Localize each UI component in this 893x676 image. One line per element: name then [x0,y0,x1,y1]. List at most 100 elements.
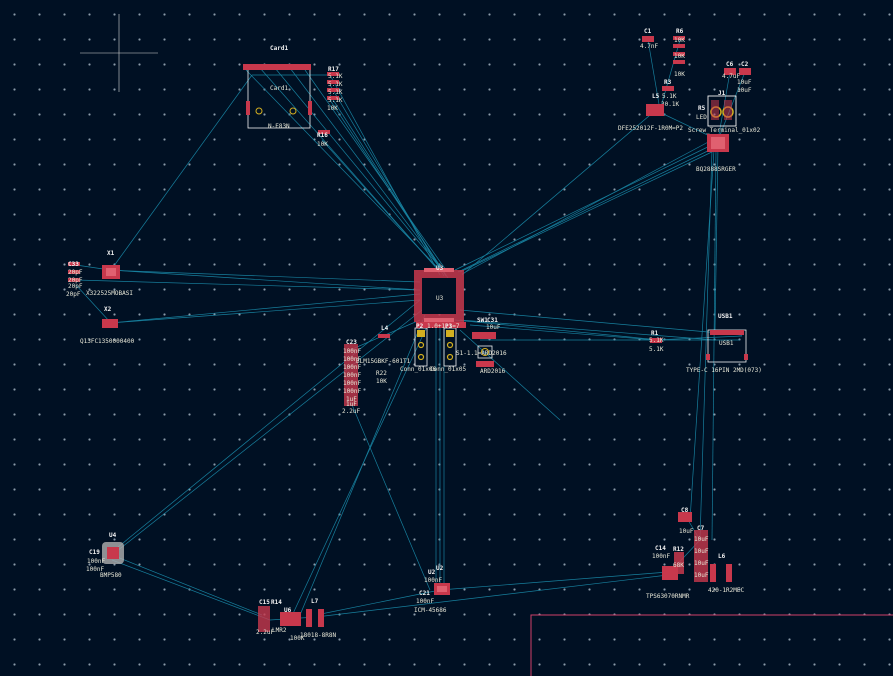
l4-ref: L4 [381,325,389,332]
c7-value-2: 10uF [694,548,709,555]
c23-value-7: 1uF [346,396,357,403]
r16-value: 10K [317,141,328,148]
debug-note: 1.0+1.1=7 [427,323,460,330]
l5-inductor[interactable]: L5 DFE252012F-1R0M=P2 [618,93,683,132]
c33-ref: C33 [68,261,79,268]
r15-ref: R14 [271,599,282,606]
c19-value-2: 100nF [86,566,104,573]
p2-p3-connectors[interactable]: P2 P3 1.0+1.1=7 Conn_01x06 Conn_01x05 [400,322,467,373]
c7-value-3: 10uF [694,560,709,567]
r6-resistor-array[interactable]: R6 10K 10K 10K [673,28,685,78]
l7-inductor[interactable]: L7 18018-8R8N [300,598,337,639]
r17-value-2: 5.1K [328,81,343,88]
l7-ref: L7 [311,598,319,605]
l6-inductor[interactable]: L6 420-1R2MEC [708,553,745,594]
d1-value: S1-1.1=ARD2016 [456,350,507,357]
sw1-ref: SW1 [477,317,488,324]
r17-value-3: 5.1K [328,89,343,96]
d2-value: ARD2016 [480,368,506,375]
c15-value: 2.2uF [256,629,274,636]
u6-regulator[interactable]: C15 R14 U6 2.2uF LMR2 100K [256,599,305,642]
r16-resistor[interactable]: R16 10K [317,130,330,148]
c23-value: 2.2uF [342,408,360,415]
r3-resistor[interactable]: R3 5.1K 30.1K [661,79,679,108]
p3-value: Conn_01x05 [430,366,467,373]
c33-value-1: 20pF [68,269,83,276]
c33-value: 20pF [66,291,81,298]
r17-value-1: 5.1K [328,73,343,80]
c1-value: 4.7nF [640,43,658,50]
c33-value-3: 20pF [68,283,83,290]
r14-value: 100K [290,635,305,642]
card1-footprint-label: N-E83N [268,123,290,130]
r22-resistor[interactable]: R22 10K BLM15GBKF-601T1 [356,358,411,385]
u2-value: 100nF [424,577,442,584]
p2-value: Conn_01x06 [400,366,437,373]
l5-value: DFE252012F-1R0M=P2 [618,125,683,132]
j1-ref: J1 [718,90,726,97]
r1-ref: R1 [651,330,659,337]
c1-ref: C1 [644,28,652,35]
l4-inductor[interactable]: L4 [378,325,390,338]
u4-value: BMP580 [100,572,122,579]
x2-crystal[interactable]: X2 Q13FC1350000400 [80,306,135,345]
c2-value-2: 10uF [737,87,752,94]
x1-crystal[interactable]: X1 X322525MOBASI [86,250,133,297]
c6-c2-capacitors[interactable]: C6 C2 4.7uF 10uF 10uF [722,61,752,94]
r3-value-2: 5.1K [662,93,677,100]
c8-value: 10uF [679,528,694,535]
r6-ref: R6 [676,28,684,35]
c1-capacitor[interactable]: C1 4.7nF [640,28,658,50]
u1-charger-ic[interactable]: BQ2888SRGER [696,134,736,173]
u3-ref: U3 [436,265,444,272]
usb1-value: USB1 [719,340,734,347]
c23-value-4: 100nF [343,372,361,379]
r12-ref: R12 [673,546,684,553]
usb1-ref: USB1 [718,313,733,320]
c21-value: 100nF [416,598,434,605]
j1-screw-terminal[interactable]: J1 R5 LED Screw_Terminal_01x02 [688,90,761,134]
c2-ref: C2 [741,61,749,68]
card1-footprint[interactable]: Card1 Card1 N-E83N [243,45,312,130]
c23-ref: C23 [346,339,357,346]
c23-value-2: 100nF [343,356,361,363]
c19-value: 100nF [87,558,105,565]
crosshair-cursor-icon [80,14,158,92]
u5-imu[interactable]: U2 U2 100nF C21 100nF ICM-45686 [414,565,450,614]
j1-value: Screw_Terminal_01x02 [688,127,761,134]
r3-value: 30.1K [661,101,679,108]
usb1-connector[interactable]: USB1 USB1 TYPE-C 16PIN 2MD(073) [686,313,762,374]
c7-value-1: 10uF [694,536,709,543]
u7-buck-boost[interactable]: C8 10uF C7 10uF 10uF 10uF 10uF C14 100nF… [646,507,709,600]
p2-ref: P2 [416,323,424,330]
c21-ref: C21 [419,590,430,597]
r17-resistor-array[interactable]: R17 5.1K 5.1K 5.1K 5.1K 10K [327,66,343,112]
sw1-button[interactable]: SW1 C31 10uF S1-1.1=ARD2016 ARD2016 [456,317,507,375]
u3-mcu[interactable]: U3 U3 [414,265,464,322]
c33-value-2: 20pF [68,277,83,284]
c33-capacitors[interactable]: C33 20pF 20pF 20pF 20pF [66,261,83,298]
c23-value-3: 100nF [343,364,361,371]
r1-resistor[interactable]: R1 5.1K 5.1K [649,330,664,353]
u4-pressure-sensor[interactable]: U4 C19 100nF 100nF BMP580 [86,532,124,579]
c23-value-5: 100nF [343,380,361,387]
u4-ref: U4 [109,532,117,539]
x1-ref: X1 [107,250,115,257]
c14-ref: C14 [655,545,666,552]
c23-value-6: 100nF [343,388,361,395]
c7-value-4: 10uF [694,572,709,579]
r5-ref: R5 [698,105,706,112]
l6-value: 420-1R2MEC [708,587,745,594]
c31-ref: C31 [487,317,498,324]
u5-value: ICM-45686 [414,607,447,614]
c2-value: 10uF [737,79,752,86]
c6-value: 4.7uF [722,73,740,80]
r12-value: 68K [673,562,684,569]
r16-ref: R16 [317,132,328,139]
u6-value: LMR2 [272,627,287,634]
ratsnest-lines [75,39,746,621]
u1-value: BQ2888SRGER [696,166,736,173]
c23-capacitors[interactable]: C23 100nF 100nF 100nF 100nF 100nF 100nF … [342,339,361,415]
